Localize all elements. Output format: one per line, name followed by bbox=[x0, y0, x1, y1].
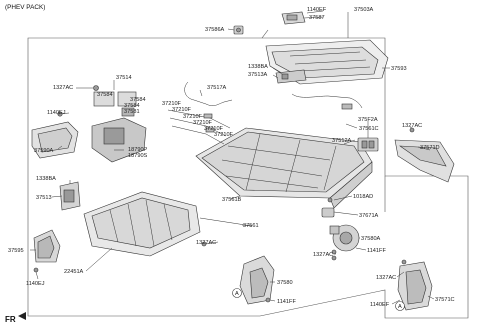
connector-part bbox=[233, 25, 244, 35]
mounting-bracket bbox=[59, 181, 81, 211]
callout-37584: 37584 bbox=[97, 92, 113, 98]
callout-37517A: 37517A bbox=[207, 85, 227, 91]
front-orientation-arrow: FR bbox=[5, 312, 26, 324]
callout-1140EJ: 1140EJ bbox=[47, 110, 66, 116]
callout-37210F: 37210F bbox=[204, 126, 224, 132]
callout-1327AC: 1327AC bbox=[402, 123, 422, 129]
air-duct bbox=[394, 139, 455, 183]
callout-37590A: 37590A bbox=[34, 148, 54, 154]
callout-37581: 37581 bbox=[124, 109, 140, 115]
top-bracket bbox=[281, 11, 306, 25]
wiring-harness bbox=[291, 93, 363, 109]
relay-assembly bbox=[357, 137, 379, 152]
callout-37584: 37584 bbox=[124, 103, 140, 109]
callout-22451A: 22451A bbox=[64, 269, 84, 275]
callout-1140EJ: 1140EJ bbox=[26, 281, 45, 287]
callout-1338BA: 1338BA bbox=[36, 176, 56, 182]
callout-37210F: 37210F bbox=[193, 120, 213, 126]
leader-lines bbox=[30, 10, 435, 305]
sensor-bracket bbox=[321, 207, 335, 218]
callout-1327AC: 1327AC bbox=[196, 240, 216, 246]
battery-module bbox=[195, 127, 373, 209]
callout-1140EF: 1140EF bbox=[307, 7, 327, 13]
callout-1327AC: 1327AC bbox=[53, 85, 73, 91]
callout-1018AD: 1018AD bbox=[353, 194, 373, 200]
callout-37595: 37595 bbox=[8, 248, 24, 254]
callout-37584: 37584 bbox=[130, 97, 146, 103]
assembly-frame bbox=[27, 37, 469, 319]
service-cover bbox=[33, 229, 61, 263]
callout-37671A: 37671A bbox=[359, 213, 379, 219]
callout-37210F: 37210F bbox=[214, 132, 234, 138]
bolt-fastener bbox=[331, 255, 337, 261]
callout-37561: 37561 bbox=[243, 223, 259, 229]
bolt-fastener bbox=[265, 297, 271, 303]
callout-18790S: 18790S bbox=[128, 153, 148, 159]
callout-37512A: 37512A bbox=[332, 138, 352, 144]
callout-37571D: 37571D bbox=[420, 145, 440, 151]
outlet-duct bbox=[397, 261, 433, 311]
sensing-harness bbox=[167, 109, 231, 145]
callout-37587: 37587 bbox=[309, 15, 325, 21]
callout-37514: 37514 bbox=[116, 75, 132, 81]
harness-connector bbox=[341, 103, 353, 110]
bolt-fastener bbox=[401, 259, 407, 265]
bolt-fastener bbox=[327, 197, 333, 203]
svg-text:FR: FR bbox=[5, 315, 16, 324]
cooling-fan bbox=[329, 224, 360, 252]
callout-1141FF: 1141FF bbox=[277, 299, 296, 305]
callout-37210F: 37210F bbox=[172, 107, 192, 113]
callout-18790P: 18790P bbox=[128, 147, 148, 153]
bolt-fastener bbox=[409, 127, 415, 133]
reference-mark-a: A bbox=[232, 288, 242, 298]
callout-1338BA: 1338BA bbox=[248, 64, 268, 70]
callout-37561B: 37561B bbox=[222, 197, 242, 203]
svg-text:A: A bbox=[398, 304, 402, 310]
callout-1141FF: 1141FF bbox=[367, 248, 386, 254]
callout-37571C: 37571C bbox=[435, 297, 455, 303]
callout-1140EF: 1140EF bbox=[370, 302, 390, 308]
callout-37561C: 37561C bbox=[359, 126, 379, 132]
callout-1327AC: 1327AC bbox=[313, 252, 333, 258]
bolt-fastener bbox=[33, 267, 39, 273]
lower-tray bbox=[83, 191, 253, 257]
callout-375F2A: 375F2A bbox=[358, 117, 378, 123]
reference-mark-a: A bbox=[395, 301, 405, 311]
callout-37586A: 37586A bbox=[205, 27, 225, 33]
bracket-part bbox=[275, 69, 307, 84]
callout-37503A: 37503A bbox=[354, 7, 374, 13]
callout-37513A: 37513A bbox=[248, 72, 268, 78]
callout-37580A: 37580A bbox=[361, 236, 381, 242]
side-bracket bbox=[31, 111, 79, 159]
frame-line bbox=[261, 29, 269, 39]
callout-37580: 37580 bbox=[277, 280, 293, 286]
svg-text:A: A bbox=[235, 291, 239, 297]
wiring-harness bbox=[184, 81, 233, 106]
callout-37210F: 37210F bbox=[162, 101, 182, 107]
callout-37210F: 37210F bbox=[183, 114, 203, 120]
header-title: (PHEV PACK) bbox=[5, 4, 45, 11]
callout-37593: 37593 bbox=[391, 66, 407, 72]
fan-duct bbox=[239, 255, 275, 305]
bms-assembly bbox=[91, 85, 147, 163]
callout-37513: 37513 bbox=[36, 195, 52, 201]
callout-1327AC: 1327AC bbox=[376, 275, 396, 281]
